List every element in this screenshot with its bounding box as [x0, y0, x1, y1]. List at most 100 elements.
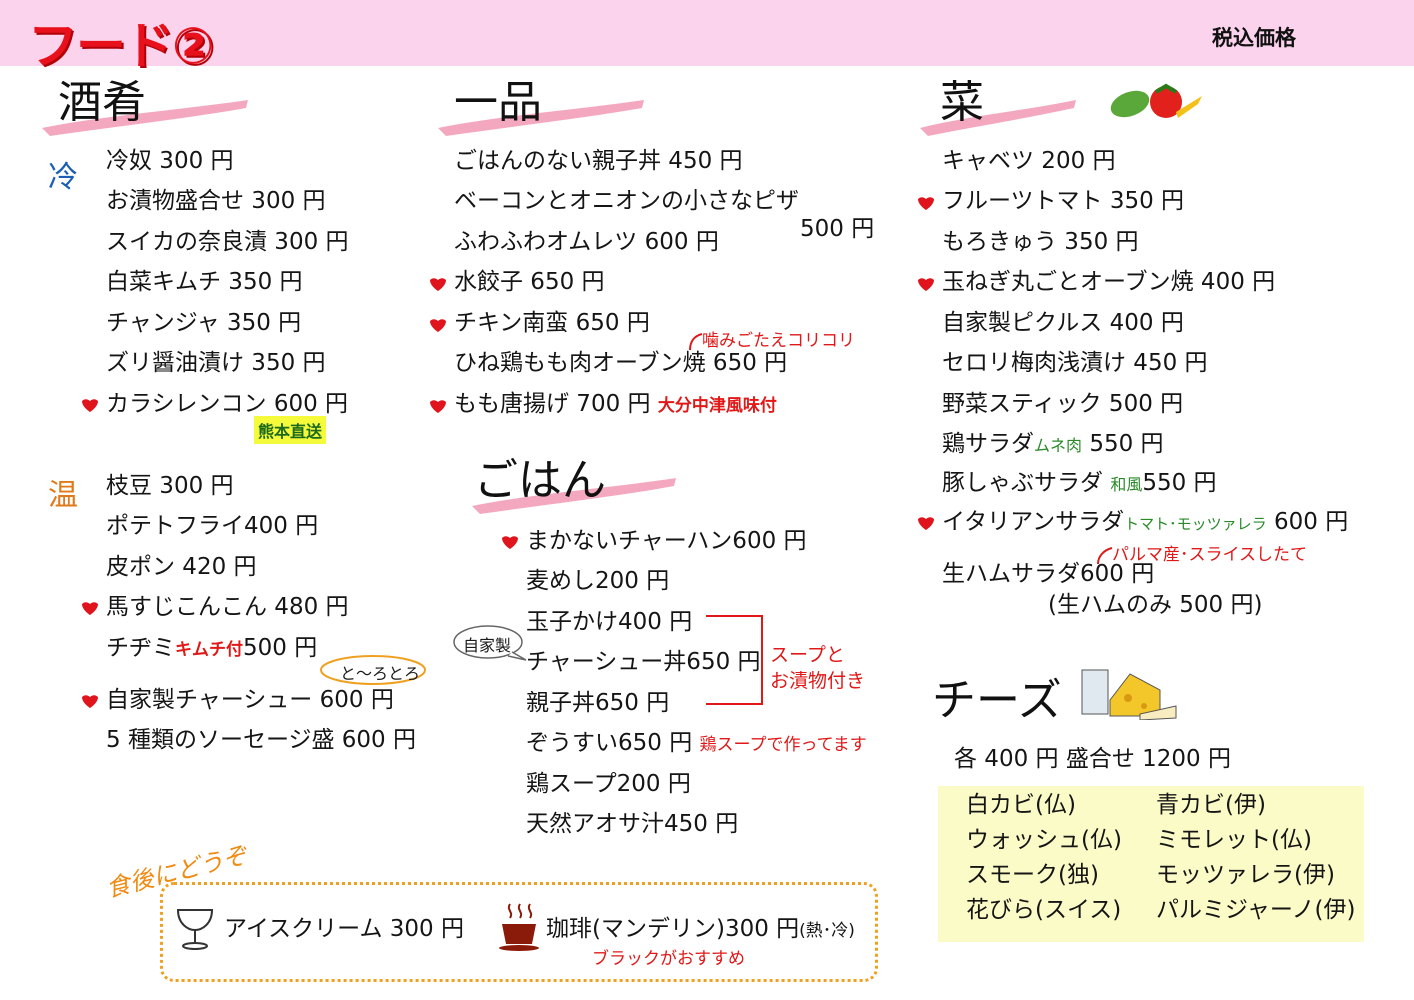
recommend-heart-icon [918, 517, 934, 530]
wine-glass-icon [176, 909, 214, 950]
item-note: ムネ肉 [1034, 436, 1083, 455]
section-title-sai: 菜 [940, 77, 984, 128]
recommend-heart-icon [918, 197, 934, 210]
highlight-tag: 熊本直送 [254, 416, 327, 444]
item-name: ぞうすい650 円 [526, 730, 693, 756]
item-name: 珈琲(マンデリン)300 円 [546, 916, 800, 942]
item-name: イタリアンサラダ [942, 509, 1125, 535]
bracket-note: スープと [770, 644, 845, 666]
list-item: 自家製チャーシュー 600 円 [106, 687, 394, 713]
bubble-text: 自家製 [463, 636, 512, 655]
bracket [706, 615, 763, 705]
dessert-box [160, 882, 878, 982]
section-title-ippin: 一品 [454, 77, 542, 128]
list-item: カラシレンコン 600 円 [106, 391, 349, 417]
list-item: 鶏サラダムネ肉 550 円 [942, 429, 1164, 461]
item-name: もも唐揚げ 700 円 [454, 391, 651, 417]
cold-label: 冷 [48, 160, 78, 195]
recommend-heart-icon [82, 602, 98, 615]
list-item: ふわふわオムレツ 600 円 [454, 229, 719, 255]
item-name: チヂミ [106, 635, 175, 661]
note-arrow [689, 333, 703, 351]
list-item: フルーツトマト 350 円 [942, 188, 1185, 214]
list-item: ぞうすい650 円 鶏スープで作ってます [526, 728, 867, 760]
list-item: もも唐揚げ 700 円 大分中津風味付 [454, 389, 777, 421]
list-item: ズリ醤油漬け 350 円 [106, 350, 326, 376]
list-item: 皮ポン 420 円 [106, 554, 257, 580]
item-price: 600 円 [1274, 509, 1349, 535]
recommend-heart-icon [918, 278, 934, 291]
item-price: 500 円 [800, 216, 875, 242]
item-note: 鶏スープで作ってます [699, 735, 867, 755]
item-price: 550 円 [1089, 431, 1164, 457]
item-price: 500 円 [243, 635, 318, 661]
list-item: ベーコンとオニオンの小さなピザ [454, 188, 799, 214]
item-note: キムチ付 [175, 640, 243, 660]
warm-label: 温 [48, 478, 78, 513]
speech-bubble [320, 655, 426, 685]
list-item: セロリ梅肉浅漬け 450 円 [942, 350, 1208, 376]
brush-stroke [472, 478, 676, 514]
list-item: 馬すじこんこん 480 円 [106, 594, 349, 620]
section-title-cheese: チーズ [932, 675, 1062, 726]
list-item: スモーク(独) [966, 862, 1099, 888]
recommend-heart-icon [82, 695, 98, 708]
list-item: お漬物盛合せ 300 円 [106, 188, 326, 214]
list-item: 玉子かけ400 円 [526, 609, 693, 635]
item-note: 和風 [1110, 475, 1143, 494]
section-title-gohan: ごはん [474, 455, 606, 506]
list-item: 天然アオサ汁450 円 [526, 811, 739, 837]
item-note: トマト･モッツァレラ [1124, 515, 1267, 533]
list-item: 5 種類のソーセージ盛 600 円 [106, 727, 417, 753]
item-note: 噛みごたえコリコリ [702, 331, 855, 351]
brush-stroke [920, 100, 1076, 136]
coffee-tip: ブラックがおすすめ [592, 949, 745, 969]
list-item: モッツァレラ(伊) [1156, 862, 1335, 888]
tax-note: 税込価格 [1212, 26, 1296, 50]
list-item: 青カビ(伊) [1156, 792, 1266, 818]
dessert-item-ice: アイスクリーム 300 円 [224, 916, 464, 942]
item-note: (熱･冷) [799, 921, 855, 941]
list-item: チヂミキムチ付500 円 [106, 633, 317, 665]
recommend-heart-icon [430, 400, 446, 413]
list-item: 枝豆 300 円 [106, 473, 234, 499]
item-price: 550 円 [1142, 470, 1217, 496]
section-title-shuko: 酒肴 [58, 77, 146, 128]
list-item: 野菜スティック 500 円 [942, 391, 1184, 417]
item-name: 豚しゃぶサラダ [942, 470, 1103, 496]
list-item: 冷奴 300 円 [106, 148, 234, 174]
coffee-cup-icon [499, 903, 539, 951]
recommend-heart-icon [430, 319, 446, 332]
list-item: 麦めし200 円 [526, 568, 670, 594]
cheese-list-box [938, 786, 1364, 942]
list-item: 豚しゃぶサラダ 和風550 円 [942, 468, 1217, 500]
bubble-text: と〜ろとろ [340, 664, 421, 683]
cheese-icon [1081, 669, 1177, 720]
list-item: ポテトフライ400 円 [106, 513, 319, 539]
list-item: スイカの奈良漬 300 円 [106, 229, 349, 255]
recommend-heart-icon [82, 399, 98, 412]
list-item: ひね鶏もも肉オーブン焼 650 円 [454, 350, 788, 376]
list-item: 白菜キムチ 350 円 [106, 269, 303, 295]
dessert-item-coffee: 珈琲(マンデリン)300 円(熱･冷) [546, 914, 855, 946]
list-item: 白カビ(仏) [966, 792, 1076, 818]
list-item: チャーシュー丼650 円 [526, 649, 761, 675]
list-item: もろきゅう 350 円 [942, 229, 1139, 255]
list-item: まかないチャーハン600 円 [526, 528, 807, 554]
list-item: 玉ねぎ丸ごとオーブン焼 400 円 [942, 269, 1276, 295]
bracket-note: お漬物付き [770, 670, 866, 692]
item-name: 鶏サラダ [942, 431, 1034, 457]
brush-stroke [438, 100, 644, 136]
note-arrow [1097, 547, 1113, 565]
vegetable-icon [1110, 83, 1202, 118]
brush-stroke [42, 100, 248, 136]
list-item: (生ハムのみ 500 円) [1048, 592, 1263, 618]
list-item: キャベツ 200 円 [942, 148, 1116, 174]
list-item: 鶏スープ200 円 [526, 771, 691, 797]
list-item: ウォッシュ(仏) [966, 827, 1122, 853]
recommend-heart-icon [430, 278, 446, 291]
page-title: フード② [28, 17, 214, 75]
item-note: 大分中津風味付 [657, 396, 777, 416]
list-item: イタリアンサラダトマト･モッツァレラ 600 円 [942, 507, 1348, 539]
recommend-heart-icon [502, 536, 518, 549]
